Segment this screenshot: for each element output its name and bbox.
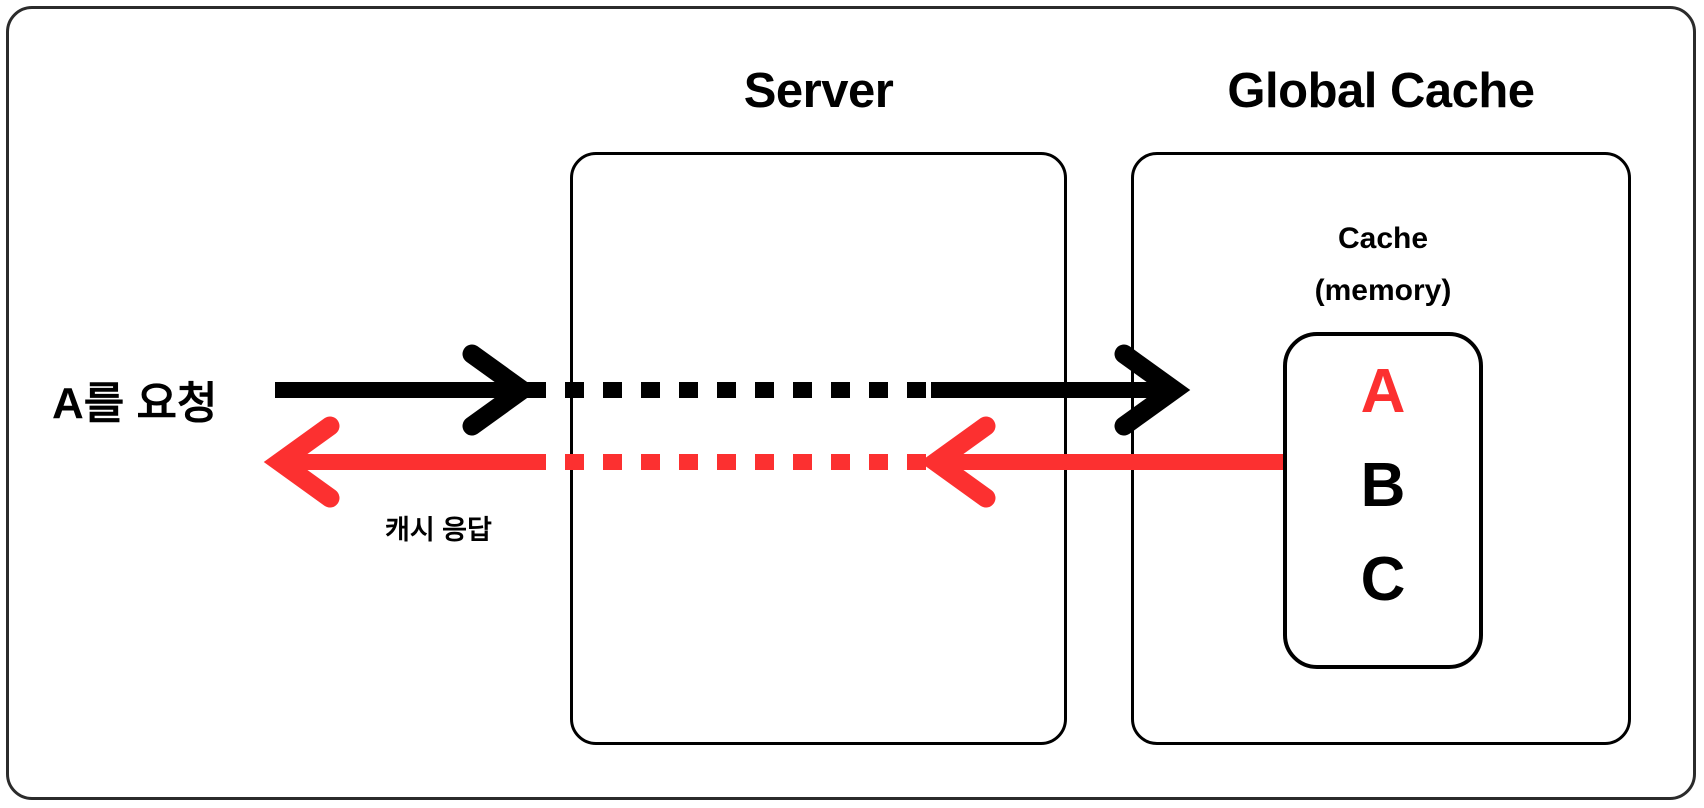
response-arrow-segment-cache-to-server — [936, 454, 1283, 470]
cache-memory-caption: Cache (memory) — [1314, 222, 1452, 307]
cache-memory-box — [1283, 332, 1483, 669]
request-arrow-segment-client-to-server — [275, 382, 527, 398]
response-flow-label: 캐시 응답 — [385, 515, 492, 545]
cache-entry-list: A B C — [1283, 345, 1483, 628]
request-arrow-segment-inside-server — [527, 382, 931, 398]
cache-entry-b: B — [1360, 451, 1406, 521]
response-arrow-segment-server-to-client — [280, 454, 527, 470]
request-arrow-segment-server-to-cache — [931, 382, 1178, 398]
request-flow-label: A를 요청 — [52, 379, 218, 428]
response-arrow-segment-inside-server — [527, 454, 931, 470]
server-title: Server — [743, 64, 894, 118]
global-cache-box — [1131, 152, 1631, 745]
global-cache-title: Global Cache — [1227, 64, 1535, 118]
cache-entry-c: C — [1360, 545, 1406, 615]
server-box — [570, 152, 1067, 745]
cache-entry-a: A — [1360, 357, 1406, 426]
